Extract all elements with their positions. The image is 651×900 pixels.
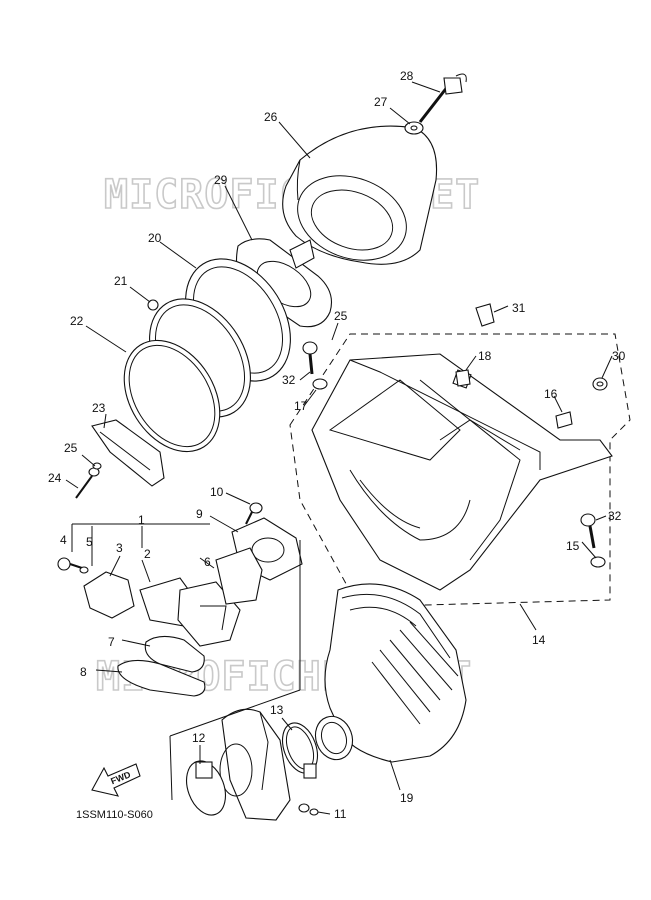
callout-20: 20 [148, 231, 162, 245]
callout-5: 5 [86, 535, 93, 549]
callout-29: 29 [214, 173, 228, 187]
air-filter-case [311, 353, 613, 591]
bolt-32-upper [302, 341, 318, 375]
callout-22: 22 [70, 314, 84, 328]
callout-26: 26 [264, 110, 278, 124]
callout-8: 8 [80, 665, 87, 679]
callout-10: 10 [210, 485, 224, 499]
bolt-10 [245, 502, 263, 525]
washer [404, 121, 424, 135]
clamp-12 [186, 760, 226, 816]
callout-30: 30 [612, 349, 626, 363]
callout-32a: 32 [282, 373, 296, 387]
case-group-outline [289, 333, 631, 606]
callout-25a: 25 [334, 309, 348, 323]
callout-25b: 25 [64, 441, 78, 455]
clip-16 [555, 411, 573, 429]
plate-8 [117, 659, 206, 697]
callout-12: 12 [192, 731, 206, 745]
grommet [592, 377, 608, 391]
wing-bolt [418, 73, 467, 123]
air-filter-element [282, 125, 438, 265]
bolt-32-lower [580, 513, 596, 549]
callout-31: 31 [512, 301, 526, 315]
clip-18 [455, 369, 471, 387]
gasket-7 [144, 635, 205, 673]
screw [75, 467, 100, 499]
callout-32b: 32 [608, 509, 622, 523]
callout-17: 17 [294, 399, 308, 413]
clamp-13 [281, 722, 319, 779]
callout-16: 16 [544, 387, 558, 401]
intake-joint [314, 583, 467, 763]
clip-31 [475, 303, 495, 327]
bolt-11 [298, 803, 319, 816]
callout-18: 18 [478, 349, 492, 363]
fwd-arrow-icon: FWD [91, 763, 141, 797]
callout-13: 13 [270, 703, 284, 717]
carburetor [219, 708, 291, 821]
leader-lines [65, 81, 613, 815]
callout-19: 19 [400, 791, 414, 805]
callout-21: 21 [114, 274, 128, 288]
callout-11: 11 [334, 807, 347, 821]
callout-4: 4 [60, 533, 67, 547]
washer-5 [79, 566, 89, 574]
callout-27: 27 [374, 95, 388, 109]
collar-15 [590, 556, 606, 568]
washer-small [92, 462, 102, 470]
diagram-code: 1SSM110-S060 [76, 809, 153, 821]
callout-3: 3 [116, 541, 123, 555]
filter-guide [235, 238, 333, 328]
callout-1: 1 [138, 513, 145, 527]
callout-15: 15 [566, 539, 580, 553]
callout-6: 6 [204, 555, 211, 569]
gasket [123, 339, 221, 453]
collar-17 [312, 378, 328, 390]
cover-plate [91, 419, 165, 487]
callout-28: 28 [400, 69, 414, 83]
callout-2: 2 [144, 547, 151, 561]
callout-14: 14 [532, 633, 546, 647]
callout-labels: 28 27 26 29 20 21 22 25 31 18 30 32 17 1… [48, 69, 626, 821]
callout-9: 9 [196, 507, 203, 521]
callout-23: 23 [92, 401, 106, 415]
intake-spacer [215, 517, 303, 605]
callout-7: 7 [108, 635, 115, 649]
callout-24: 24 [48, 471, 62, 485]
screw-4 [57, 557, 83, 571]
